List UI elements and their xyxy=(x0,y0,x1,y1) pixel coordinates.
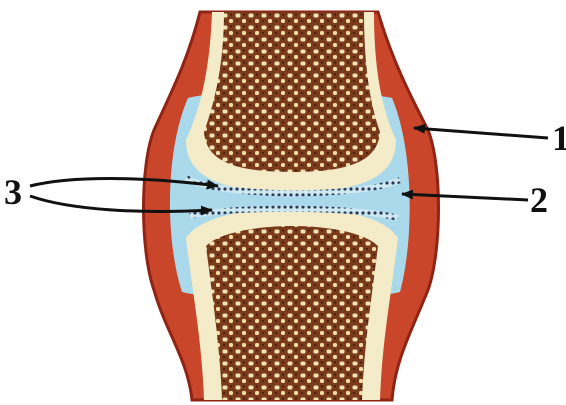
arrow-1 xyxy=(414,128,548,138)
label-2: 2 xyxy=(530,180,548,220)
upper-bone-spongy-tissue xyxy=(204,12,380,172)
lower-bone-spongy-tissue xyxy=(206,226,378,400)
label-1: 1 xyxy=(552,118,566,158)
label-3: 3 xyxy=(4,172,22,212)
